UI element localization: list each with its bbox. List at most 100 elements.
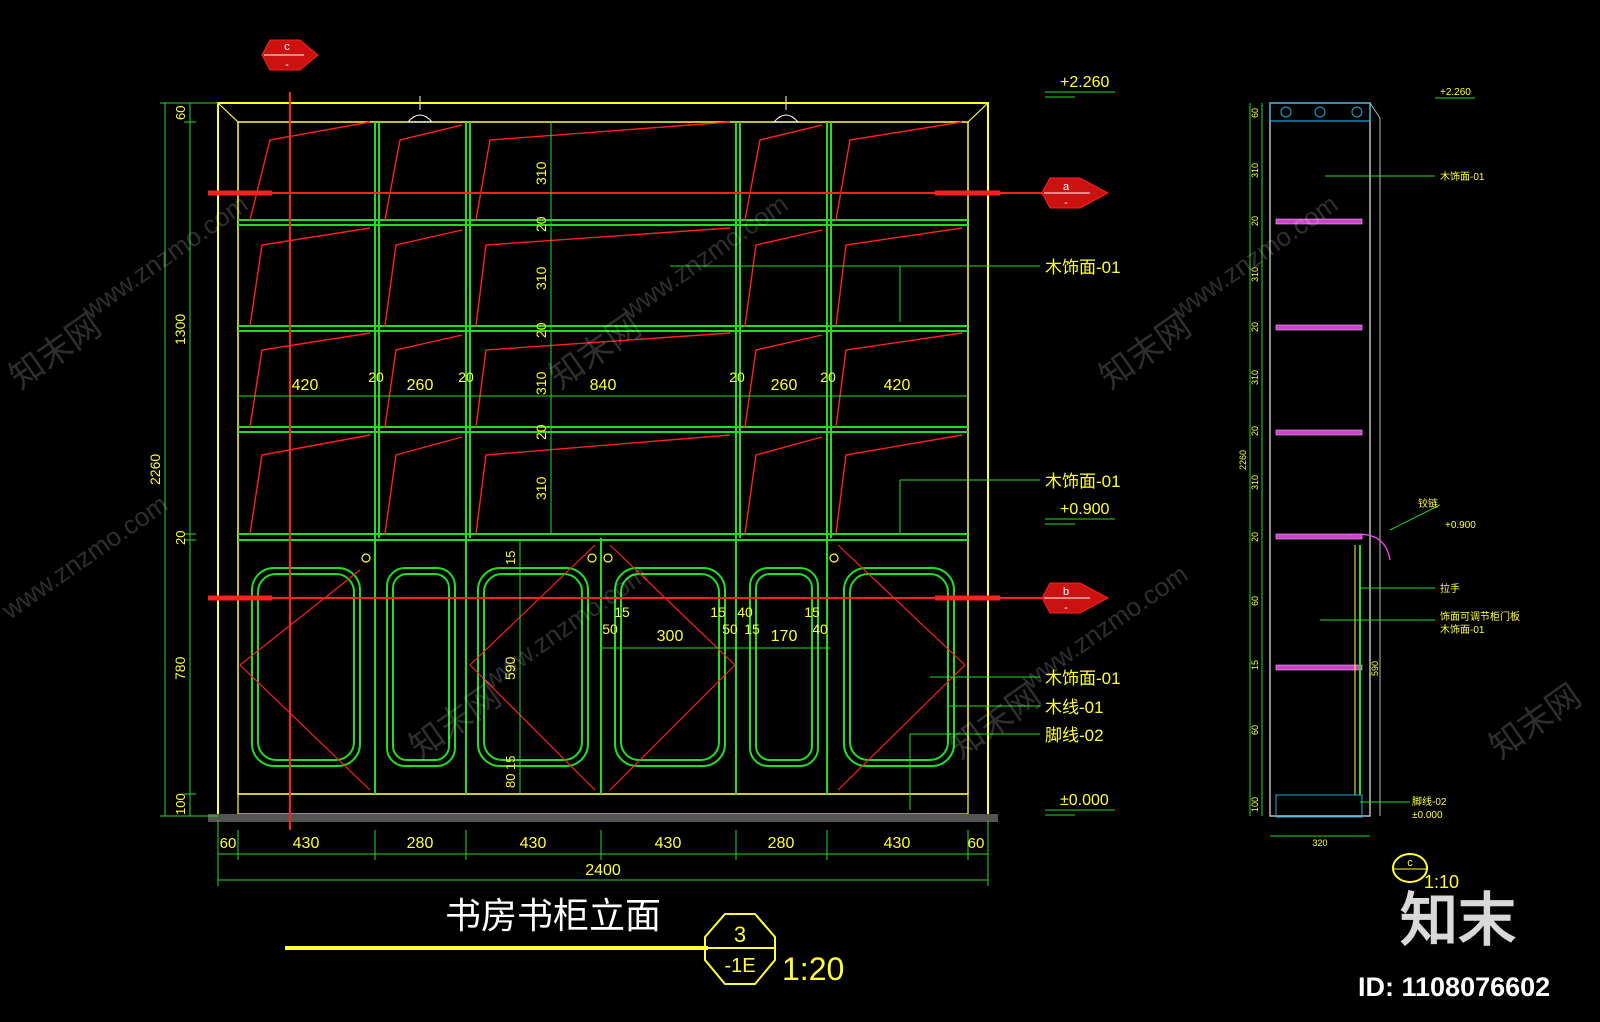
callout-3: 木饰面-01 <box>1045 669 1121 688</box>
section-label: 拉手 <box>1440 582 1460 595</box>
door-vertical-dim: 80 <box>503 774 518 788</box>
width-label: 20 <box>729 369 745 385</box>
section-mark-a: a - <box>1041 177 1110 209</box>
shelf-dim: 20 <box>533 424 549 440</box>
shelf-dim: 310 <box>533 161 549 185</box>
section-label: 木饰面-01 <box>1440 623 1485 636</box>
section-dim: 60 <box>1250 725 1260 735</box>
section-leaders <box>1320 175 1441 803</box>
bottom-dim: 280 <box>407 835 434 852</box>
width-label: 20 <box>368 369 384 385</box>
svg-text:a: a <box>1063 181 1070 193</box>
section-dim: 20 <box>1250 216 1260 226</box>
door-vertical-dim: 15 <box>503 551 518 565</box>
dim-left-780: 780 <box>172 656 188 680</box>
watermark-brand: 知末 <box>1400 888 1516 953</box>
door-dim: 15 <box>804 604 820 620</box>
svg-text:c: c <box>284 41 290 53</box>
bottom-dim: 60 <box>220 835 237 852</box>
width-label: 420 <box>292 377 319 394</box>
svg-text:-: - <box>1064 602 1068 614</box>
door-dim: 15 <box>614 604 630 620</box>
section-dim: 310 <box>1250 370 1260 385</box>
cabinet-outer-frame <box>217 102 989 817</box>
door-dim: 15 <box>710 604 726 620</box>
shelf-dim: 20 <box>533 322 549 338</box>
frame-corner <box>967 102 989 123</box>
bottom-dim: 430 <box>293 835 320 852</box>
section-label: 脚线-02 <box>1412 795 1447 808</box>
door-vertical-dim: 15 <box>503 756 518 770</box>
cabinet-inner-frame <box>237 121 969 795</box>
section-mark-b: b - <box>1041 582 1110 614</box>
bottom-dim: 430 <box>520 835 547 852</box>
section-label: 铰链 <box>1418 497 1438 510</box>
section-scale: 1:10 <box>1424 872 1459 892</box>
section-mark-c: c - <box>261 39 319 71</box>
door-swing-lines <box>239 544 966 791</box>
drawing-scale: 1:20 <box>782 951 844 987</box>
section-dim: 310 <box>1250 475 1260 490</box>
section-bottom-dim: 320 <box>1312 838 1327 848</box>
section-dim: 590 <box>1370 661 1380 676</box>
door-vertical-dim: 590 <box>502 656 518 680</box>
dim-left-1300: 1300 <box>172 314 188 345</box>
section-lines <box>208 92 1075 830</box>
shelf-dim: 310 <box>533 371 549 395</box>
width-label: 260 <box>407 377 434 394</box>
watermark-text: www.znzmo.com <box>1165 188 1343 325</box>
callout-leaders <box>670 265 1040 810</box>
plinth <box>237 793 969 815</box>
total-width: 2400 <box>585 862 621 879</box>
ceiling-lamps <box>406 96 800 123</box>
drawing-tag: 3 -1E <box>704 913 776 985</box>
level-top: +2.260 <box>1060 74 1109 91</box>
door-dim: 40 <box>812 621 828 637</box>
watermark-text: 知末网 <box>1483 677 1588 767</box>
bottom-dim: 60 <box>968 835 985 852</box>
section-dim: 310 <box>1250 267 1260 282</box>
door-dim: 50 <box>722 621 738 637</box>
door-dim: 50 <box>602 621 618 637</box>
width-label: 840 <box>590 377 617 394</box>
width-label: 260 <box>771 377 798 394</box>
section-dim: 15 <box>1250 660 1260 670</box>
shelf-dim: 310 <box>533 266 549 290</box>
level-mid: +0.900 <box>1060 501 1109 518</box>
section-top <box>1269 102 1371 122</box>
bottom-dim: 280 <box>768 835 795 852</box>
watermark-text: www.znzmo.com <box>615 188 793 325</box>
section-shelves <box>1275 218 1363 671</box>
bottom-dim: 430 <box>655 835 682 852</box>
section-label: 饰面可调节柜门板 <box>1440 610 1520 623</box>
dim-left-20: 20 <box>173 531 188 545</box>
section-dim: 20 <box>1250 532 1260 542</box>
svg-text:3: 3 <box>734 922 746 947</box>
section-level-top: +2.260 <box>1440 87 1471 98</box>
width-label: 20 <box>820 369 836 385</box>
door-handles <box>361 553 839 563</box>
elevation-view: c - a - b - +2.260 +0.900 ±0.000 <box>147 39 1121 987</box>
left-dimension-lines <box>160 102 218 817</box>
section-hinge-curve <box>1349 533 1391 561</box>
dim-left-60: 60 <box>173 106 188 120</box>
section-label: 木饰面-01 <box>1440 170 1485 183</box>
width-label: 420 <box>884 377 911 394</box>
watermark-text: www.znzmo.com <box>0 488 173 625</box>
section-view: 60 310 20 310 20 310 20 310 20 60 15 590… <box>1238 87 1520 892</box>
callout-5: 脚线-02 <box>1045 726 1104 745</box>
door-dim: 170 <box>771 628 798 645</box>
watermark-text: www.znzmo.com <box>75 188 253 325</box>
dim-left-100: 100 <box>173 793 188 815</box>
svg-text:c: c <box>1407 857 1413 869</box>
callout-2: 木饰面-01 <box>1045 472 1121 491</box>
shelves <box>238 219 968 541</box>
svg-text:-: - <box>285 59 289 71</box>
level-floor: ±0.000 <box>1060 792 1109 809</box>
shelf-dim: 310 <box>533 476 549 500</box>
drawing-title: 书房书柜立面 <box>445 895 661 936</box>
shelf-dim: 20 <box>533 216 549 232</box>
door-dim: 300 <box>657 628 684 645</box>
bottom-dimension-lines <box>217 820 989 886</box>
